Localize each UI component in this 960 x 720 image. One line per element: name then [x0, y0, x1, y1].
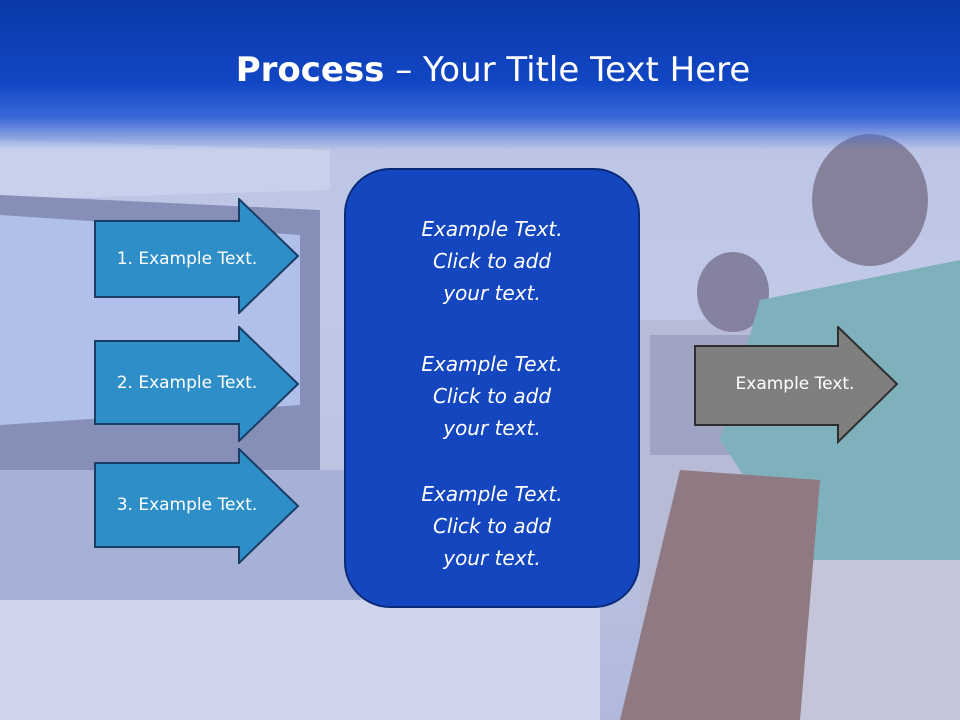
- step-label-3: 3. Example Text.: [116, 495, 258, 515]
- step-arrow-3[interactable]: [94, 448, 300, 564]
- sofa-cushion: [800, 530, 960, 720]
- floor: [0, 600, 600, 720]
- center-item-1-line1: Example Text.: [421, 217, 563, 241]
- center-item-2-line3: your text.: [443, 416, 541, 440]
- step-label-2: 2. Example Text.: [116, 372, 258, 393]
- slide-title[interactable]: Process – Your Title Text Here: [0, 50, 960, 90]
- center-item-1-line3: your text.: [443, 281, 541, 305]
- center-item-3[interactable]: Example Text. Click to add your text.: [344, 478, 640, 574]
- step-label-1: 1. Example Text.: [116, 249, 258, 269]
- center-item-2[interactable]: Example Text. Click to add your text.: [344, 348, 640, 444]
- result-arrow[interactable]: [694, 326, 900, 444]
- step-arrow-2[interactable]: [94, 326, 300, 442]
- center-content-box[interactable]: [344, 168, 640, 608]
- title-bar: [0, 0, 960, 150]
- title-bold: Process: [235, 50, 385, 90]
- result-label: Example Text.: [735, 374, 855, 394]
- man-head: [812, 134, 928, 266]
- woman-head: [697, 252, 769, 332]
- center-item-2-line2: Click to add: [432, 384, 552, 408]
- ceiling-beam: [0, 140, 330, 200]
- center-item-1[interactable]: Example Text. Click to add your text.: [344, 213, 640, 309]
- center-item-1-line2: Click to add: [432, 249, 552, 273]
- center-item-3-line2: Click to add: [432, 514, 552, 538]
- center-item-3-line3: your text.: [443, 546, 541, 570]
- man-pants: [620, 470, 820, 720]
- center-item-2-line1: Example Text.: [421, 352, 563, 376]
- center-item-3-line1: Example Text.: [421, 482, 563, 506]
- step-arrow-1[interactable]: [94, 198, 300, 314]
- title-rest: – Your Title Text Here: [384, 50, 751, 90]
